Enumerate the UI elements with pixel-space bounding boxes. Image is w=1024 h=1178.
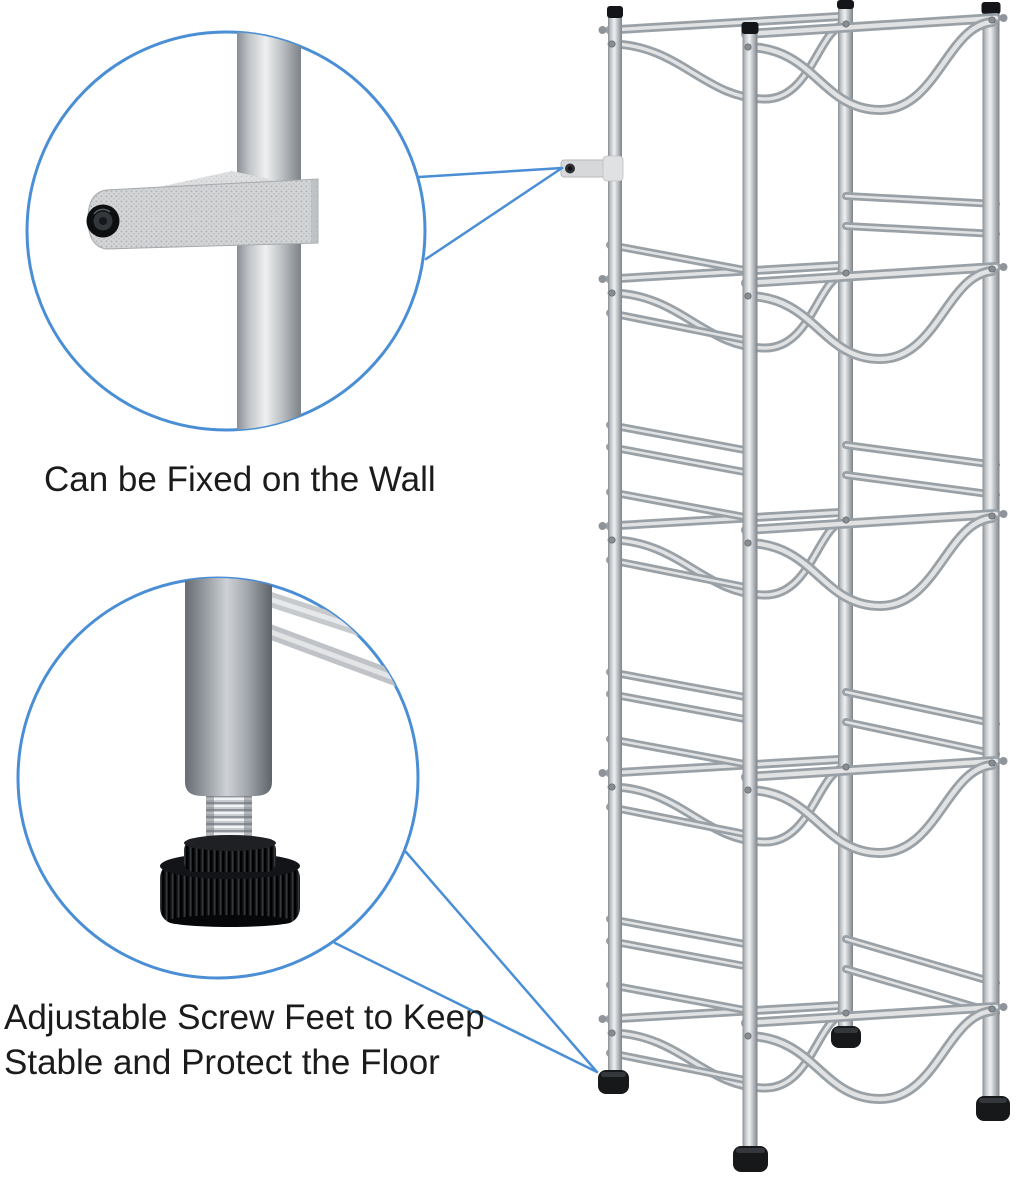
screw-head — [988, 512, 996, 520]
rack-pole — [982, 6, 1000, 1102]
front-rail-highlight — [743, 264, 999, 286]
pole-cap — [741, 22, 759, 34]
screw-head — [744, 1032, 752, 1040]
screw-head — [744, 292, 752, 300]
screw-head — [988, 265, 996, 273]
left-side-rung-highlight — [608, 670, 752, 700]
back-rail-highlight — [608, 510, 850, 528]
pole-cap — [837, 0, 854, 9]
left-side-rung-highlight — [608, 311, 752, 343]
screw-head — [598, 522, 607, 530]
front-rail-highlight — [743, 758, 999, 780]
bottle-cradle-back-highlight — [610, 1011, 848, 1090]
bottle-cradle-back-highlight — [610, 22, 848, 101]
screw-foot-callout — [16, 576, 420, 980]
adjustable-foot-closeup — [160, 862, 300, 924]
screw-head — [999, 1003, 1008, 1011]
screw-head — [842, 1009, 850, 1017]
rack-pole — [608, 10, 622, 1076]
screw-feet-caption-line2: Stable and Protect the Floor — [4, 1043, 440, 1082]
wall-callout-leader-lines — [417, 166, 564, 261]
front-rail-highlight — [743, 15, 999, 37]
back-rail-highlight — [608, 263, 850, 281]
screw-head — [842, 269, 850, 277]
water-jug-rack — [598, 0, 1010, 1172]
strap-pole-collar — [602, 155, 624, 182]
left-side-rung-highlight — [608, 805, 752, 837]
back-rail-highlight — [608, 1003, 850, 1021]
screw-head — [999, 263, 1008, 271]
right-side-rung-highlight — [844, 690, 998, 726]
rack-foot-highlight — [834, 1028, 858, 1033]
left-side-rung-highlight — [608, 243, 752, 273]
screw-head — [744, 786, 752, 794]
wall-fix-caption: Can be Fixed on the Wall — [44, 457, 436, 502]
screw-head — [842, 763, 850, 771]
bottle-cradle-back-highlight — [610, 765, 848, 844]
screw-head — [999, 757, 1008, 765]
left-side-rung-highlight — [608, 737, 752, 767]
screw-head — [598, 26, 607, 34]
screw-head — [608, 1029, 616, 1037]
rack-foot-highlight — [601, 1072, 626, 1077]
screw-head — [598, 275, 607, 283]
left-side-rung-highlight — [608, 939, 752, 969]
left-side-rung-highlight — [608, 445, 752, 475]
screw-head — [608, 289, 616, 297]
screw-head — [999, 14, 1008, 22]
right-side-rung-highlight — [844, 937, 998, 985]
front-rail-highlight — [743, 511, 999, 533]
screw-head — [608, 40, 616, 48]
bottle-cradle-front-highlight — [745, 19, 995, 113]
left-side-rung-highlight — [608, 1051, 752, 1083]
rack-pole — [742, 26, 758, 1152]
bottle-cradle-back-highlight — [610, 518, 848, 597]
screw-head — [988, 759, 996, 767]
screw-head — [988, 1005, 996, 1013]
screw-head — [608, 783, 616, 791]
right-side-rung-highlight — [844, 443, 998, 467]
rack-wall-strap — [560, 155, 624, 182]
left-side-rung-highlight — [608, 558, 752, 590]
screw-head — [744, 539, 752, 547]
screw-head — [598, 1015, 607, 1023]
left-side-rung-highlight — [608, 692, 752, 722]
right-side-rung-highlight — [844, 720, 998, 756]
screw-head — [999, 510, 1008, 518]
right-side-rung-highlight — [844, 224, 998, 236]
screw-head — [842, 516, 850, 524]
bottle-cradle-front-highlight — [745, 1008, 995, 1102]
wall-strap-callout — [25, 30, 427, 432]
screw-head — [842, 20, 850, 28]
front-rail-highlight — [743, 1004, 999, 1026]
bottle-cradle-front-highlight — [745, 268, 995, 362]
screw-head — [608, 536, 616, 544]
left-side-rung-highlight — [608, 917, 752, 947]
rack-foot-highlight — [736, 1148, 765, 1153]
back-rail-highlight — [608, 757, 850, 775]
screw-head — [988, 16, 996, 24]
bottle-cradle-front-highlight — [745, 762, 995, 856]
back-rail-highlight — [608, 14, 850, 32]
bottle-cradle-back-highlight — [610, 271, 848, 350]
pole-cap — [607, 6, 623, 18]
left-side-rung-highlight — [608, 983, 752, 1013]
right-side-rung-highlight — [844, 473, 998, 497]
screw-head — [598, 769, 607, 777]
foot-callout-leader-lines — [333, 850, 599, 1074]
pole-cap — [981, 2, 1001, 14]
screw-head — [744, 43, 752, 51]
screw-feet-caption-line1: Adjustable Screw Feet to Keep — [4, 998, 485, 1037]
bottle-cradle-back — [607, 19, 851, 104]
left-side-rung-highlight — [608, 423, 752, 453]
screw-feet-caption: Adjustable Screw Feet to Keep Stable and… — [4, 995, 485, 1085]
left-side-rung-highlight — [608, 490, 752, 520]
right-side-rung-highlight — [844, 194, 998, 206]
rack-foot-highlight — [979, 1098, 1007, 1103]
wall-strap-closeup — [87, 178, 319, 250]
bottle-cradle-front-highlight — [745, 515, 995, 609]
wall-fix-caption-text: Can be Fixed on the Wall — [44, 460, 436, 499]
leg-closeup — [185, 578, 272, 796]
